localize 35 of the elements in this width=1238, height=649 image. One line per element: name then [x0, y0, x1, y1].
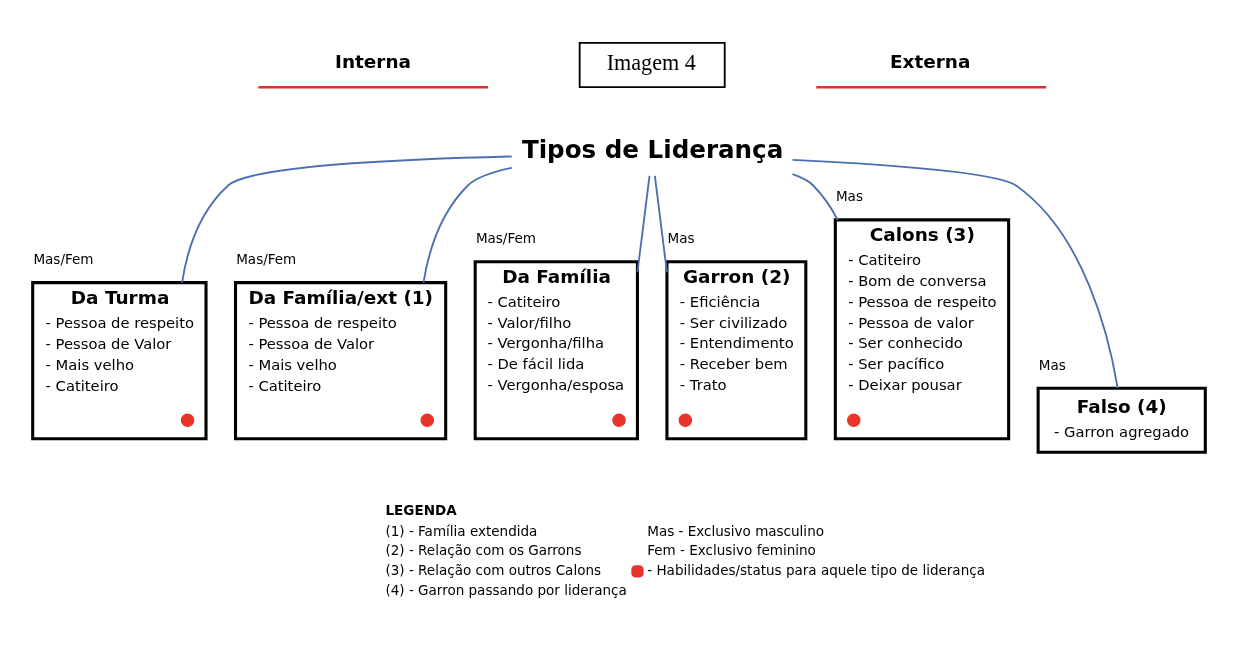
node-circle — [612, 413, 626, 427]
label: Mas - Exclusivo masculino — [647, 522, 824, 539]
label: Fem - Exclusivo feminino — [647, 541, 816, 558]
connector — [181, 155, 513, 284]
node-circle — [847, 413, 861, 427]
label: (2) - Relação com os Garrons — [385, 541, 582, 558]
cluster: Da Turma - Pessoa de respeito - Pessoa de Valor - Mais velho - Catiteiro — [31, 280, 208, 440]
legend-label: - Habilidades/status para aquele tipo de liderança — [647, 561, 985, 578]
node-circle — [420, 413, 434, 427]
label: (4) - Garron passando por liderança — [385, 581, 627, 598]
label: (1) - Família extendida — [385, 522, 538, 539]
node-label: Mas/Fem — [33, 250, 94, 267]
node-label: Mas — [1038, 356, 1066, 373]
node-circle — [180, 413, 195, 427]
label: Externa — [890, 50, 971, 72]
node-label: Mas — [835, 187, 863, 204]
label: LEGENDA — [385, 501, 457, 518]
label: (3) - Relação com outros Calons — [385, 561, 602, 578]
node-label: Mas/Fem — [236, 250, 297, 267]
cluster: Da Família - Catiteiro - Valor/filho - Vergonha/filha - De fácil lida - Vergonha/esposa — [473, 259, 639, 440]
cluster: Da Família/ext (1) - Pessoa de respeito - Pessoa de Valor - Mais velho - Catiteiro — [233, 280, 448, 440]
cluster: Garron (2) - Eficiência - Ser civilizado - Entendimento - Receber bem - Trato — [665, 259, 808, 440]
node-label: Mas — [667, 229, 695, 246]
label: Interna — [335, 50, 411, 72]
connector — [653, 174, 668, 273]
node-circle — [678, 413, 693, 427]
connector — [791, 172, 839, 221]
cluster: Calons (3) - Catiteiro - Bom de conversa - Pessoa de respeito - Pessoa de valor - Ser conhecido - Ser pacífico - Deixar pousar — [833, 217, 1011, 440]
node-box: Imagem 4 — [578, 41, 726, 88]
node-text: Tipos de Liderança — [521, 134, 784, 164]
connector — [791, 158, 1119, 389]
node-box: Falso (4) - Garron agregado — [1036, 386, 1207, 454]
connector — [636, 174, 651, 273]
node-label: Mas/Fem — [475, 229, 536, 246]
connector — [422, 166, 513, 284]
